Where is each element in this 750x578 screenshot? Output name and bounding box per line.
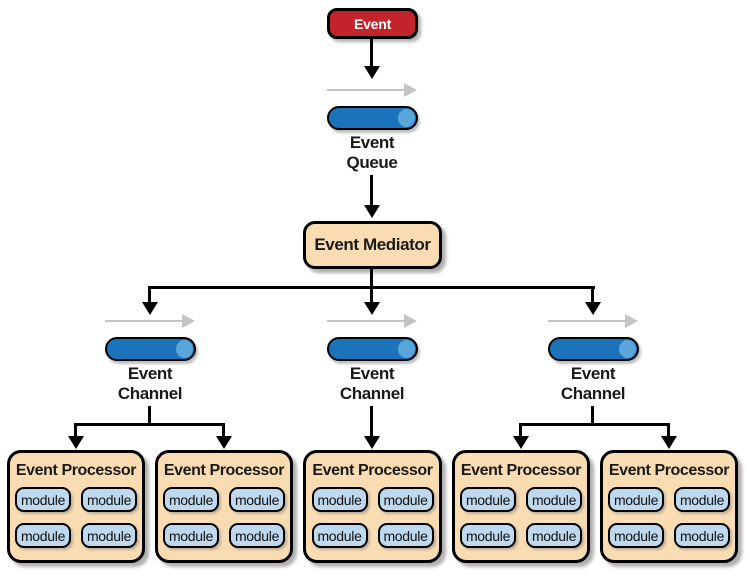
module-chip: module — [460, 487, 516, 512]
event-processor-box: Event Processor module module module mod… — [7, 450, 145, 563]
channel3-branch-line — [519, 423, 669, 426]
mediator-stem-line — [370, 269, 373, 287]
event-channel-label: Event Channel — [117, 364, 183, 403]
channel1-branch-line — [74, 423, 224, 426]
module-chip: module — [311, 487, 368, 512]
module-chip: module — [229, 523, 285, 548]
module-chip: module — [377, 523, 434, 548]
channel3-left-line — [519, 423, 522, 437]
event-channel-pill — [327, 337, 418, 361]
event-processor-box: Event Processor module module module mod… — [600, 450, 738, 563]
channel1-right-line — [222, 423, 225, 437]
event-processor-title: Event Processor — [163, 462, 285, 479]
module-chip: module — [163, 523, 219, 548]
arrow-queue-to-mediator-head — [364, 205, 380, 218]
gray-flow-arrow-head — [404, 314, 417, 328]
event-mediator-node: Event Mediator — [303, 221, 442, 269]
module-grid: module module module module — [15, 487, 137, 548]
event-processor-title: Event Processor — [460, 462, 582, 479]
channel3-stem-line — [591, 406, 594, 424]
event-channel-label: Event Channel — [560, 364, 626, 403]
module-chip: module — [81, 487, 137, 512]
event-processor-title: Event Processor — [312, 462, 433, 479]
arrow-queue-to-mediator-line — [370, 175, 373, 205]
gray-flow-arrow-line — [548, 320, 626, 322]
module-chip: module — [460, 523, 516, 548]
module-chip: module — [15, 523, 71, 548]
event-queue-pill — [327, 106, 418, 130]
module-grid: module module module module — [311, 487, 434, 548]
channel1-right-head — [216, 436, 232, 449]
gray-flow-arrow-line — [105, 320, 183, 322]
branch-right-head — [585, 302, 601, 315]
event-processor-box: Event Processor module module module mod… — [155, 450, 293, 563]
event-channel-pill — [548, 337, 639, 361]
module-chip: module — [526, 487, 582, 512]
module-chip: module — [229, 487, 285, 512]
channel3-left-head — [513, 436, 529, 449]
module-chip: module — [81, 523, 137, 548]
gray-flow-arrow-head — [182, 314, 195, 328]
pill-end-cap — [176, 340, 193, 358]
module-grid: module module module module — [460, 487, 582, 548]
event-processor-title: Event Processor — [15, 462, 137, 479]
pill-end-cap — [619, 340, 636, 358]
gray-flow-arrow-line — [327, 320, 405, 322]
module-grid: module module module module — [608, 487, 730, 548]
gray-flow-arrow-head — [404, 83, 417, 97]
branch-center-head — [364, 302, 380, 315]
module-chip: module — [377, 487, 434, 512]
channel2-arrow-head — [364, 436, 380, 449]
module-grid: module module module module — [163, 487, 285, 548]
module-chip: module — [15, 487, 71, 512]
event-processor-title: Event Processor — [608, 462, 730, 479]
channel1-stem-line — [148, 406, 151, 424]
branch-left-line — [148, 286, 151, 303]
arrow-event-to-queue-line — [370, 39, 373, 66]
channel2-arrow-line — [370, 406, 373, 437]
event-channel-label: Event Channel — [339, 364, 405, 403]
channel1-left-line — [74, 423, 77, 437]
pill-end-cap — [398, 340, 415, 358]
channel1-left-head — [68, 436, 84, 449]
arrow-event-to-queue-head — [364, 66, 380, 79]
channel3-right-line — [667, 423, 670, 437]
module-chip: module — [608, 487, 664, 512]
module-chip: module — [311, 523, 368, 548]
branch-left-head — [142, 302, 158, 315]
channel3-right-head — [661, 436, 677, 449]
module-chip: module — [674, 487, 730, 512]
event-channel-pill — [105, 337, 196, 361]
event-processor-box: Event Processor module module module mod… — [452, 450, 590, 563]
module-chip: module — [674, 523, 730, 548]
event-processor-box: Event Processor module module module mod… — [303, 450, 442, 563]
branch-right-line — [591, 286, 594, 303]
event-queue-label: Event Queue — [346, 133, 398, 172]
module-chip: module — [526, 523, 582, 548]
gray-flow-arrow-head — [625, 314, 638, 328]
module-chip: module — [608, 523, 664, 548]
pill-end-cap — [398, 109, 415, 127]
branch-center-line — [370, 286, 373, 303]
module-chip: module — [163, 487, 219, 512]
gray-flow-arrow-line — [327, 89, 405, 91]
event-node: Event — [327, 8, 418, 39]
